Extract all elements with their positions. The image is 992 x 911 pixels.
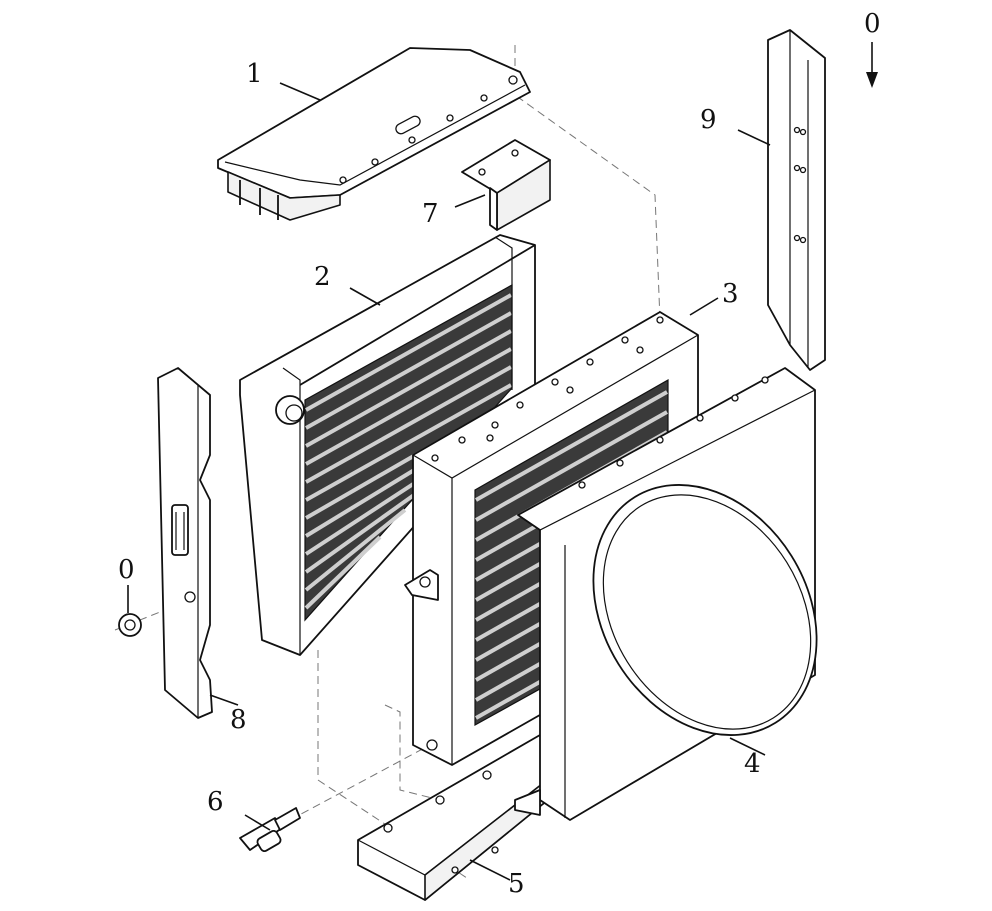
part-2-radiator (239, 234, 536, 656)
part-4-fan-shroud (514, 367, 818, 821)
callout-labels: 1 2 3 4 5 6 7 8 9 0 0 (118, 9, 881, 899)
label-part-3: 3 (722, 279, 739, 309)
part-7-angle-bracket (461, 139, 551, 231)
label-part-7: 7 (422, 199, 439, 229)
label-nut-callout: 0 (118, 555, 135, 585)
part-1-top-cover (217, 47, 531, 221)
label-view-callout: 0 (864, 9, 881, 39)
leader-lines (127, 82, 771, 881)
label-part-4: 4 (744, 749, 761, 779)
view-direction-arrow (866, 42, 878, 88)
label-part-8: 8 (230, 705, 247, 735)
part-6-bolt (239, 807, 301, 852)
nut-part (118, 613, 142, 637)
label-part-2: 2 (314, 262, 331, 292)
label-part-6: 6 (207, 787, 224, 817)
label-part-5: 5 (508, 869, 525, 899)
label-part-1: 1 (246, 59, 263, 89)
part-8-left-bracket (157, 367, 213, 719)
part-9-right-bracket (767, 29, 826, 371)
label-part-9: 9 (700, 105, 717, 135)
